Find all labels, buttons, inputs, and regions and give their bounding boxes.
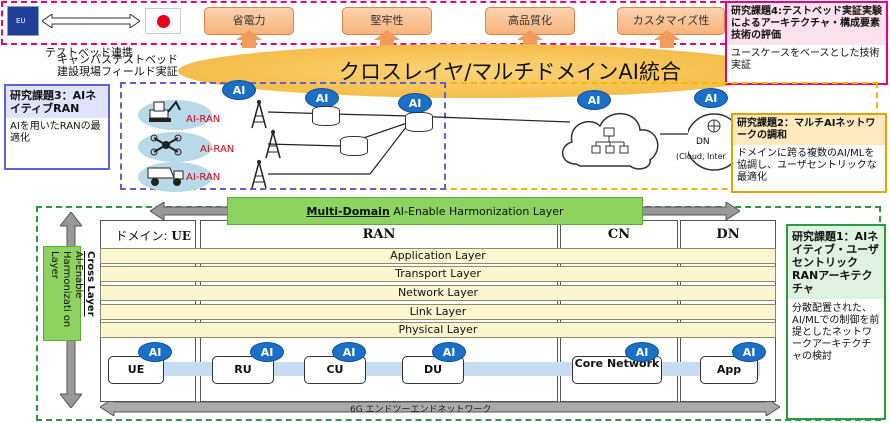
goal-customizability: カスタマイズ性 [617, 7, 725, 35]
ai-badge-mec-2: AI [398, 93, 432, 113]
ai-badge-app: AI [732, 342, 766, 362]
cross-layer-rest: AI-Enable Harmonizati on Layer [49, 251, 84, 328]
cross-layer-harmonization-bar: Cross Layer AI-Enable Harmonizati on Lay… [43, 246, 96, 341]
research-task-1: 研究課題1：AIネイティブ・ユーザセントリックRANアーキテクチャ 分散配置され… [786, 224, 886, 420]
ai-badge-ran-edge: AI [222, 80, 256, 100]
task1-head: 研究課題1：AIネイティブ・ユーザセントリックRANアーキテクチャ [788, 226, 884, 299]
node-core-network: Core Network [572, 356, 662, 384]
eu-flag-icon: EU [7, 6, 39, 36]
dn-node-circle [688, 113, 738, 171]
task3-head: 研究課題3：AIネイティブRAN [6, 86, 108, 118]
domain-prefix: ドメイン: [115, 229, 172, 243]
ai-badge-dn: AI [694, 88, 728, 108]
ai-badge-ru: AI [250, 342, 284, 362]
domain-cn-label: CN [607, 227, 631, 242]
edge-server-2 [405, 112, 433, 132]
core-cloud-icon [562, 112, 659, 170]
e2e-network-label: 6G エンドツーエンドネットワーク [350, 405, 492, 415]
ai-badge-core: AI [577, 90, 611, 110]
node-ue: UE [108, 356, 164, 384]
layer-physical: Physical Layer [100, 322, 776, 338]
md-bar-rest: AI-Enable Harmonization Layer [389, 205, 564, 218]
dn-label: DN [696, 137, 710, 147]
ai-badge-du: AI [432, 342, 466, 362]
dn-sub-label: (Cloud, Inter [676, 152, 726, 161]
goal-arrows [236, 30, 680, 48]
task3-body: AIを用いたRANの最適化 [10, 121, 101, 144]
task1-body: 分散配置された、AI/MLでの制御を前提としたネットワークアーキテクチャの検討 [792, 303, 880, 362]
md-bar-bold: Multi-Domain [306, 205, 390, 218]
drone-icon [150, 134, 182, 156]
multi-domain-harmonization-bar: Multi-Domain AI-Enable Harmonization Lay… [227, 197, 643, 225]
integration-title: クロスレイヤ/マルチドメインAI統合 [338, 60, 681, 84]
eu-jp-link-arrow [42, 14, 140, 28]
testbed-site-campus: キャンパステストベッド [57, 53, 178, 66]
antenna-tower-icon-3 [251, 159, 267, 189]
integration-ellipse [178, 44, 778, 98]
task4-body: ユースケースをベースとした技術実証 [731, 48, 880, 71]
edge-server-1 [312, 106, 340, 126]
layer-application: Application Layer [100, 248, 776, 264]
excavator-icon [149, 100, 181, 122]
ai-native-ran-zone [120, 82, 446, 190]
ai-badge-cu: AI [332, 342, 366, 362]
domain-ran-label: RAN [362, 227, 396, 242]
testbed-sites: キャンパステストベッド 建設現場フィールド実証 [57, 54, 257, 78]
task4-head: 研究課題4:テストベッド実証実験によるアーキテクチャ・構成要素技術の評価 [727, 3, 886, 45]
antenna-tower-icon-2 [265, 129, 281, 159]
ai-badge-core-network: AI [625, 342, 659, 362]
cross-layer-bold: Cross Layer [85, 251, 96, 317]
ai-ran-label-3: AI-RAN [186, 172, 221, 183]
layer-network: Network Layer [100, 285, 776, 301]
task2-body: ドメインに跨る複数のAI/MLを協調し、ユーザセントリックな最適化 [737, 148, 877, 183]
research-task-3: 研究課題3：AIネイティブRAN AIを用いたRANの最適化 [4, 84, 110, 170]
antenna-tower-icon-1 [251, 99, 267, 129]
ai-badge-mec-1: AI [305, 88, 339, 108]
japan-flag-icon [145, 8, 181, 34]
layer-link: Link Layer [100, 304, 776, 320]
domain-ue-label: UE [171, 229, 191, 243]
research-task-4: 研究課題4:テストベッド実証実験によるアーキテクチャ・構成要素技術の評価 ユース… [725, 1, 888, 85]
ai-ran-label-1: AI-RAN [186, 114, 221, 125]
ai-ran-label-2: AI-RAN [200, 144, 235, 155]
domain-dn-label: DN [716, 227, 740, 242]
research-task-2: 研究課題2：マルチAIネットワークの調和 ドメインに跨る複数のAI/MLを協調し… [731, 113, 887, 193]
edge-server-3 [340, 136, 368, 156]
task2-head: 研究課題2：マルチAIネットワークの調和 [733, 115, 885, 145]
ai-badge-ue: AI [138, 342, 172, 362]
network-links [267, 111, 702, 175]
dump-truck-icon [147, 167, 184, 186]
testbed-link-label: テストベッド連携 [45, 46, 133, 59]
layer-transport: Transport Layer [100, 266, 776, 282]
testbed-site-construction: 建設現場フィールド実証 [57, 65, 178, 78]
